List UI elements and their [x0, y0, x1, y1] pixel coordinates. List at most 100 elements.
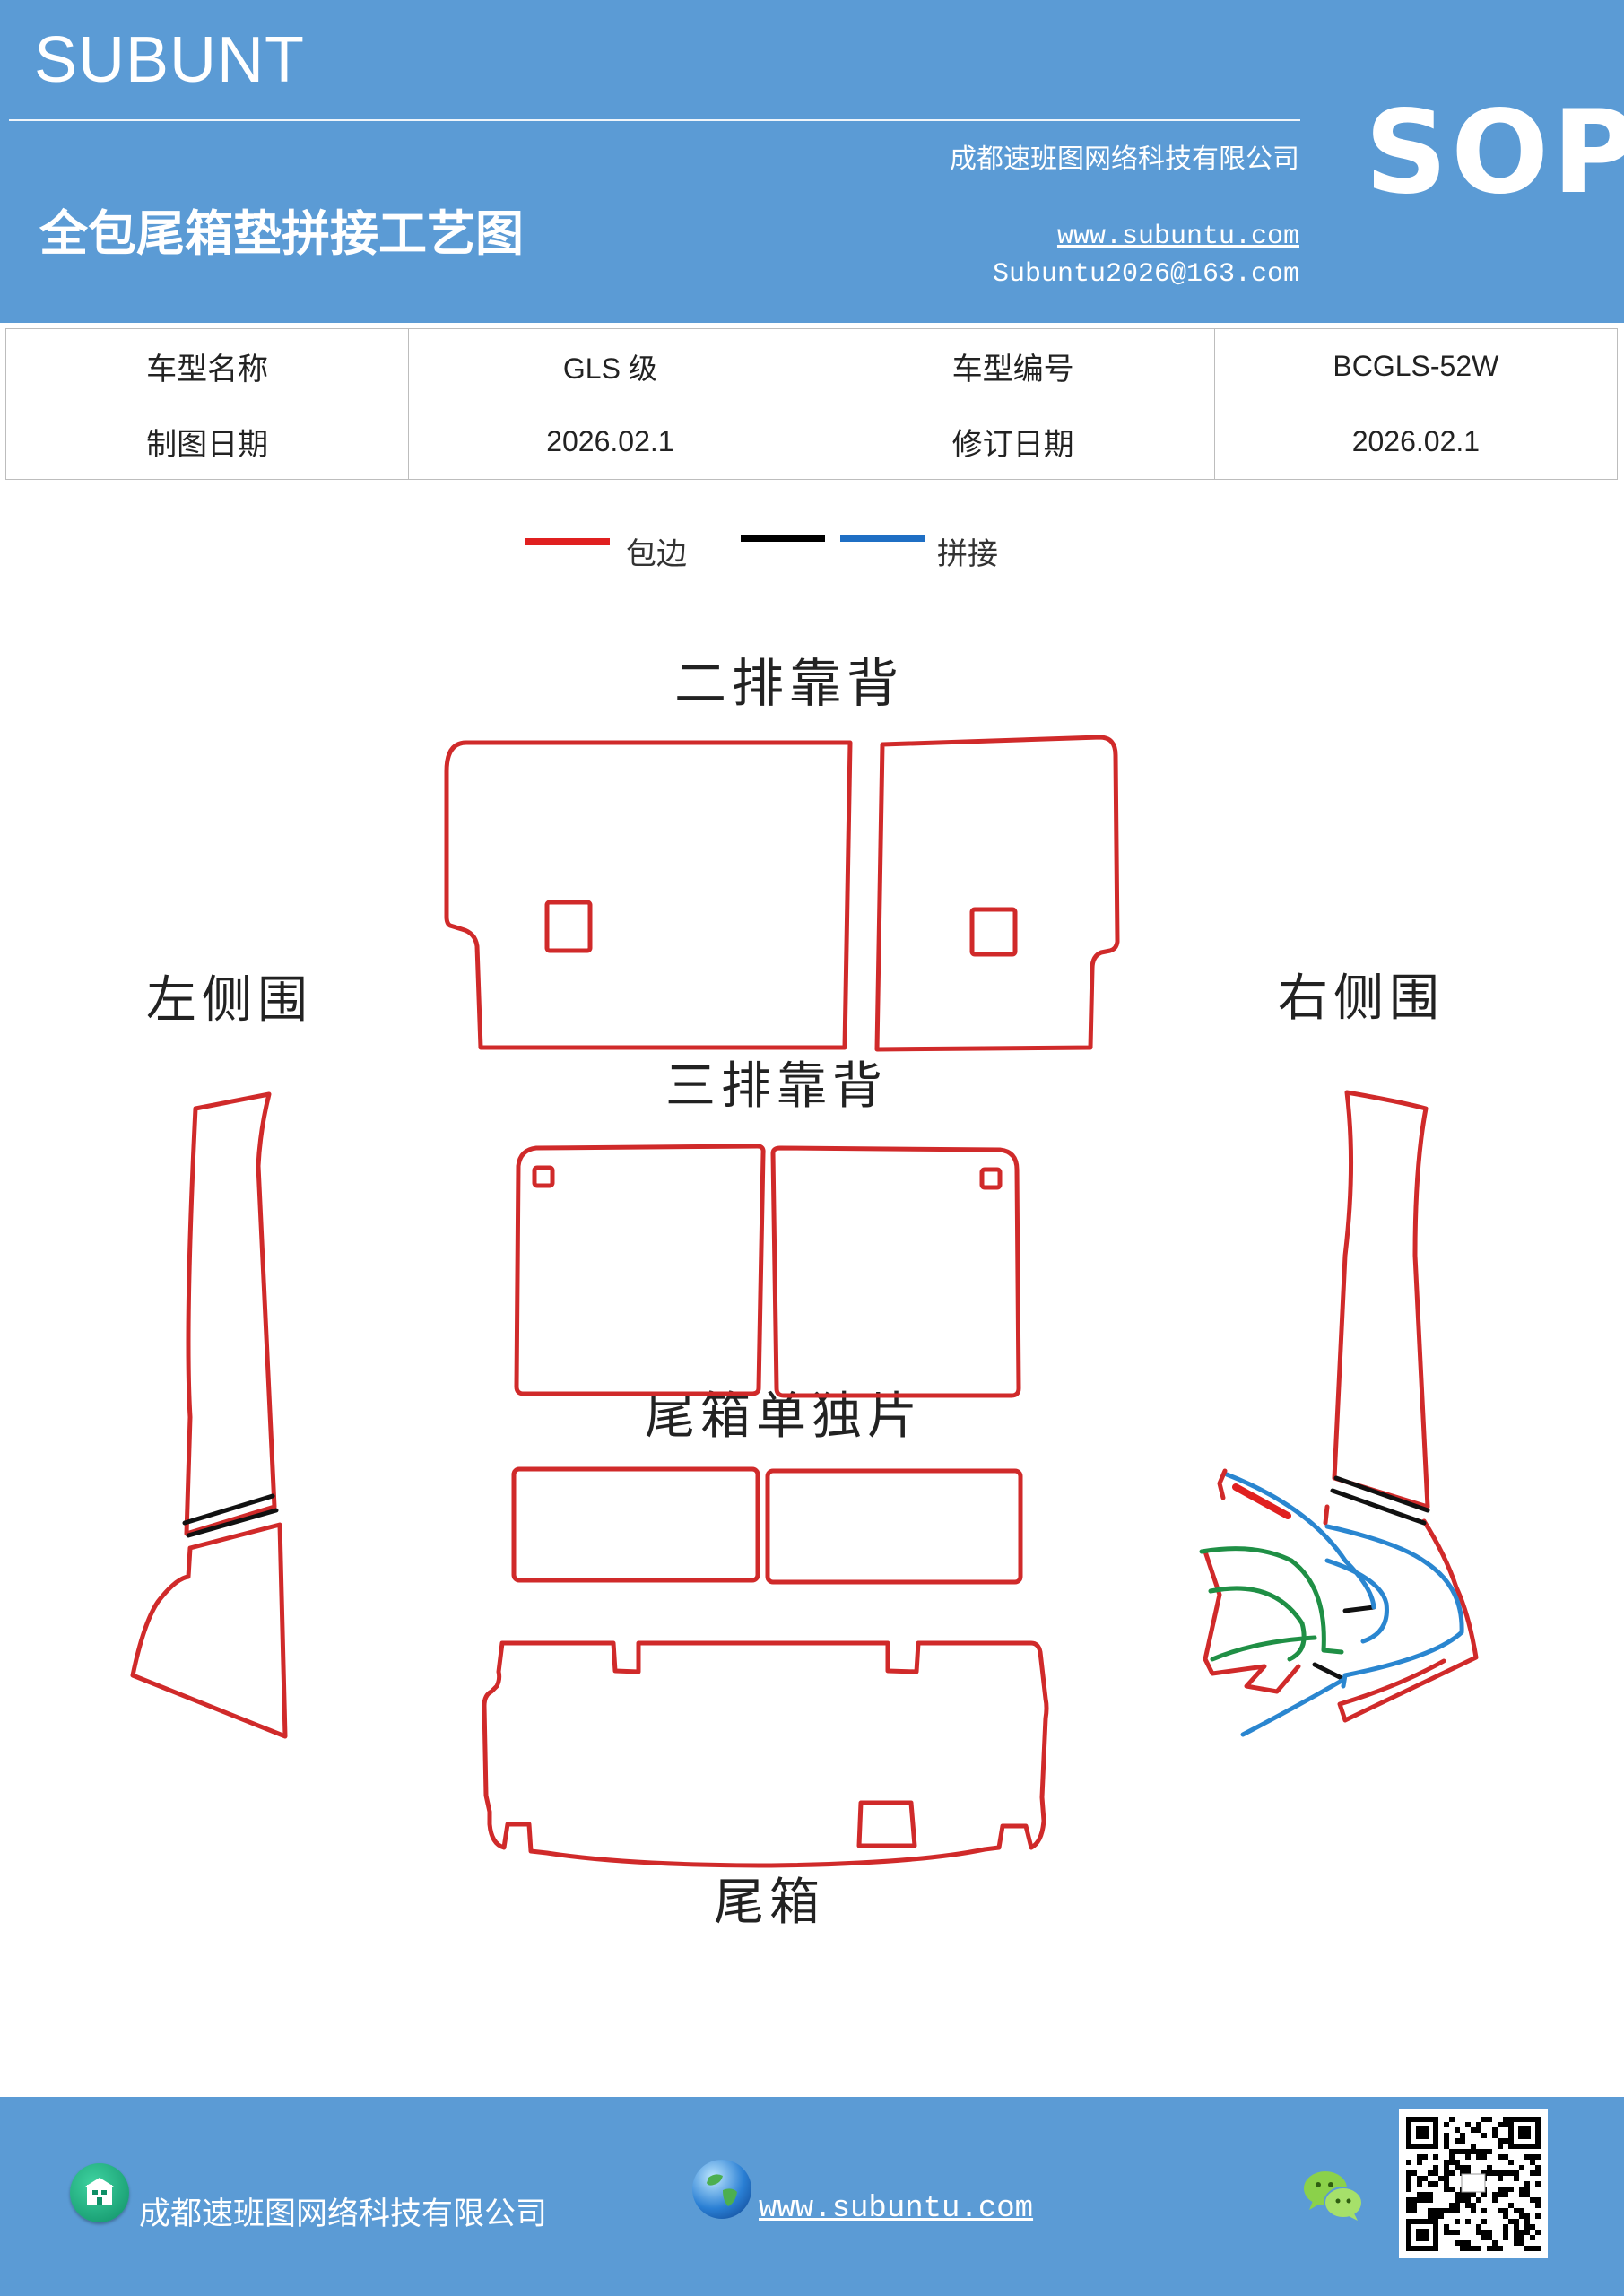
qr-module [1481, 2235, 1487, 2240]
qr-module [1471, 2246, 1476, 2251]
qr-module [1406, 2170, 1411, 2176]
qr-module [1411, 2208, 1417, 2213]
qr-module [1503, 2192, 1508, 2197]
qr-module [1411, 2170, 1417, 2176]
qr-module [1530, 2224, 1535, 2230]
qr-module [1530, 2170, 1535, 2176]
right-red-accent [1232, 1483, 1291, 1519]
qr-module [1503, 2230, 1508, 2235]
qr-module [1535, 2165, 1541, 2170]
qr-module [1519, 2187, 1524, 2192]
qr-module [1514, 2235, 1519, 2240]
qr-module [1428, 2181, 1433, 2187]
right-side-left-piece [1203, 1549, 1301, 1694]
qr-module [1433, 2154, 1438, 2160]
qr-module [1455, 2208, 1460, 2213]
second-row-left-panel [444, 740, 853, 1050]
right-green-lower [1210, 1635, 1317, 1662]
qr-module [1535, 2197, 1541, 2203]
qr-module [1417, 2154, 1422, 2160]
mat-diagram: 二排靠背 左侧围 右侧围 三排靠背 尾箱单独片 尾箱 [130, 653, 1479, 1932]
third-row-left-panel [514, 1144, 766, 1396]
qr-module [1476, 2230, 1481, 2235]
qr-module [1406, 2197, 1411, 2203]
vehicle-info-table: 车型名称 GLS 级 车型编号 BCGLS-52W 制图日期 2026.02.1… [4, 328, 1619, 480]
header-website-link[interactable]: www.subuntu.com [1056, 222, 1299, 252]
qr-module [1503, 2117, 1508, 2122]
qr-module [1471, 2149, 1476, 2154]
qr-module [1535, 2213, 1541, 2219]
qr-module [1487, 2170, 1492, 2176]
qr-module [1455, 2127, 1460, 2133]
legend-swatch-splice [840, 535, 925, 542]
qr-module [1503, 2213, 1508, 2219]
qr-module [1519, 2230, 1524, 2235]
qr-module [1492, 2197, 1498, 2203]
qr-module [1455, 2203, 1460, 2208]
qr-code [1399, 2109, 1548, 2258]
right-splice-mid [1324, 1524, 1464, 1689]
qr-module [1487, 2165, 1492, 2170]
qr-module [1498, 2187, 1503, 2192]
qr-module [1449, 2117, 1455, 2122]
qr-module [1503, 2122, 1508, 2127]
qr-module [1481, 2133, 1487, 2138]
qr-module [1444, 2165, 1449, 2170]
right-side-lower-outline [1337, 1518, 1479, 1723]
left-seam-line-2 [186, 1508, 279, 1538]
qr-module [1524, 2154, 1530, 2160]
second-row-right-hole [969, 907, 1018, 957]
qr-module [1449, 2187, 1455, 2192]
sop-badge: SOP [1365, 86, 1624, 220]
qr-module [1460, 2165, 1465, 2170]
qr-module [1498, 2246, 1503, 2251]
qr-module [1460, 2170, 1465, 2176]
qr-module [1444, 2138, 1449, 2144]
qr-module [1422, 2192, 1428, 2197]
qr-module [1449, 2208, 1455, 2213]
qr-module [1444, 2230, 1449, 2235]
qr-module [1444, 2208, 1449, 2213]
qr-module [1460, 2138, 1465, 2144]
legend-swatch-seam [741, 535, 825, 542]
qr-module [1433, 2170, 1438, 2176]
qr-module [1465, 2219, 1471, 2224]
qr-module [1455, 2149, 1460, 2154]
qr-module [1503, 2138, 1508, 2144]
qr-module [1524, 2181, 1530, 2187]
qr-module [1406, 2181, 1411, 2187]
qr-module [1449, 2160, 1455, 2165]
qr-module [1455, 2165, 1460, 2170]
qr-module [1498, 2122, 1503, 2127]
qr-module [1428, 2208, 1433, 2213]
qr-module [1519, 2192, 1524, 2197]
qr-module [1476, 2127, 1481, 2133]
left-side-upper [184, 1091, 277, 1536]
qr-module [1530, 2154, 1535, 2160]
qr-module [1519, 2235, 1524, 2240]
qr-module [1476, 2122, 1481, 2127]
wechat-icon[interactable] [1302, 2167, 1365, 2228]
qr-module [1444, 2122, 1449, 2127]
trunk-mat [482, 1640, 1049, 1868]
qr-module [1417, 2160, 1422, 2165]
qr-module [1519, 2165, 1524, 2170]
qr-module [1455, 2240, 1460, 2246]
right-splice-inner [1324, 1558, 1389, 1644]
qr-module [1487, 2149, 1492, 2154]
qr-module [1411, 2197, 1417, 2203]
third-row-right-panel [770, 1145, 1021, 1398]
qr-module [1444, 2144, 1449, 2149]
qr-module [1530, 2246, 1535, 2251]
qr-module [1503, 2235, 1508, 2240]
qr-module [1449, 2170, 1455, 2176]
qr-module [1465, 2240, 1471, 2246]
qr-module [1449, 2203, 1455, 2208]
home-icon [70, 2163, 129, 2222]
qr-module [1476, 2149, 1481, 2154]
qr-module [1481, 2149, 1487, 2154]
footer-website-link[interactable]: www.subuntu.com [759, 2192, 1034, 2226]
third-row-right-hole [979, 1167, 1003, 1190]
qr-module [1535, 2230, 1541, 2235]
qr-module [1514, 2240, 1519, 2246]
